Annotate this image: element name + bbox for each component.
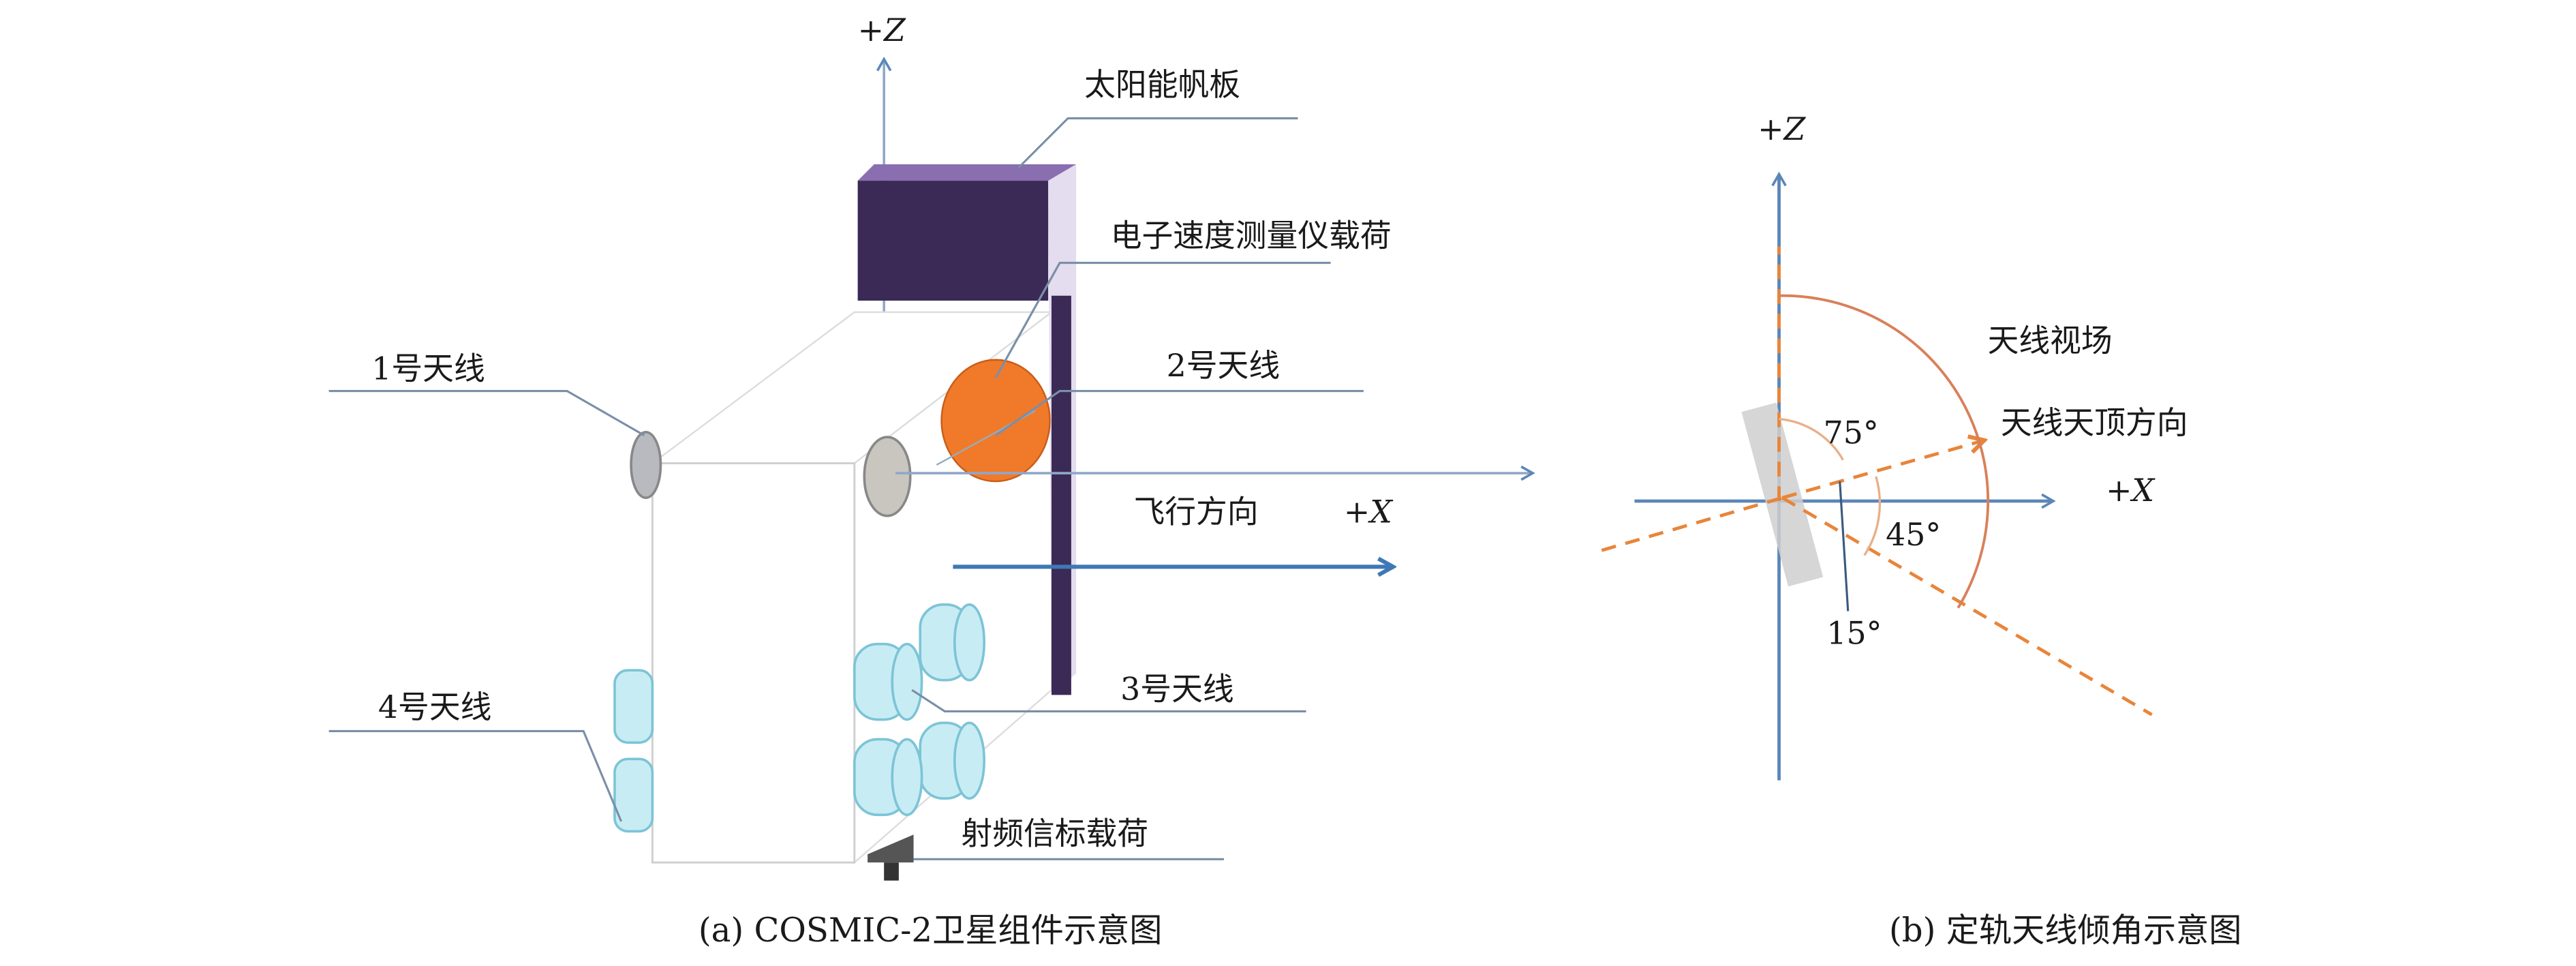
solar-panel-label: 太阳能帆板 — [1084, 67, 1240, 103]
angle-75-label: 75° — [1824, 415, 1879, 451]
z-axis-label: +Z — [1758, 111, 1806, 147]
antenna-plate — [1741, 402, 1824, 587]
z-axis-label: +Z — [858, 12, 906, 48]
fov-label: 天线视场 — [1988, 323, 2113, 359]
rf-beacon — [868, 834, 914, 881]
rf-beacon-label: 射频信标载荷 — [961, 816, 1148, 852]
angle-45-label: 45° — [1886, 517, 1941, 553]
antenna-1-label: 1号天线 — [371, 351, 485, 387]
fov-arc — [1779, 294, 1990, 609]
fov-boundary-lower — [1781, 496, 2153, 716]
electron-payload-sphere — [940, 359, 1051, 483]
x-axis-label: +X — [2106, 472, 2156, 509]
antenna-1-disk — [630, 430, 662, 499]
antenna-3-cylinders — [853, 603, 985, 817]
angle-15-leader — [1839, 481, 1850, 612]
antenna-3-label: 3号天线 — [1120, 671, 1233, 708]
solar-panel — [857, 164, 1077, 695]
zenith-direction-arrow — [1781, 440, 1984, 500]
panel-b-antenna-tilt: +Z +X 天线视场 天线天顶方向 75° 45° 15° (b) 定轨天线倾角… — [1601, 111, 2241, 950]
antenna-4-label: 4号天线 — [378, 689, 491, 725]
antenna-2-label: 2号天线 — [1167, 348, 1280, 384]
panel-a-satellite: +Z 飞行方向 +X — [328, 12, 1535, 950]
caption-b: (b) 定轨天线倾角示意图 — [1889, 911, 2241, 950]
caption-a: (a) COSMIC-2卫星组件示意图 — [699, 911, 1163, 950]
electron-payload-label: 电子速度测量仪载荷 — [1111, 217, 1392, 254]
antenna-plane-line — [1601, 496, 1783, 552]
leader-lines — [328, 117, 1364, 860]
antenna-4-cylinders — [613, 669, 654, 833]
antenna-2-disk — [863, 436, 912, 517]
angle-75-arc — [1779, 417, 1844, 461]
angle-45-arc — [1863, 476, 1882, 556]
flight-direction-label: 飞行方向 — [1133, 494, 1258, 530]
x-axis-label: +X — [1344, 494, 1394, 530]
zenith-direction-label: 天线天顶方向 — [2001, 405, 2188, 441]
angle-15-label: 15° — [1826, 616, 1882, 652]
